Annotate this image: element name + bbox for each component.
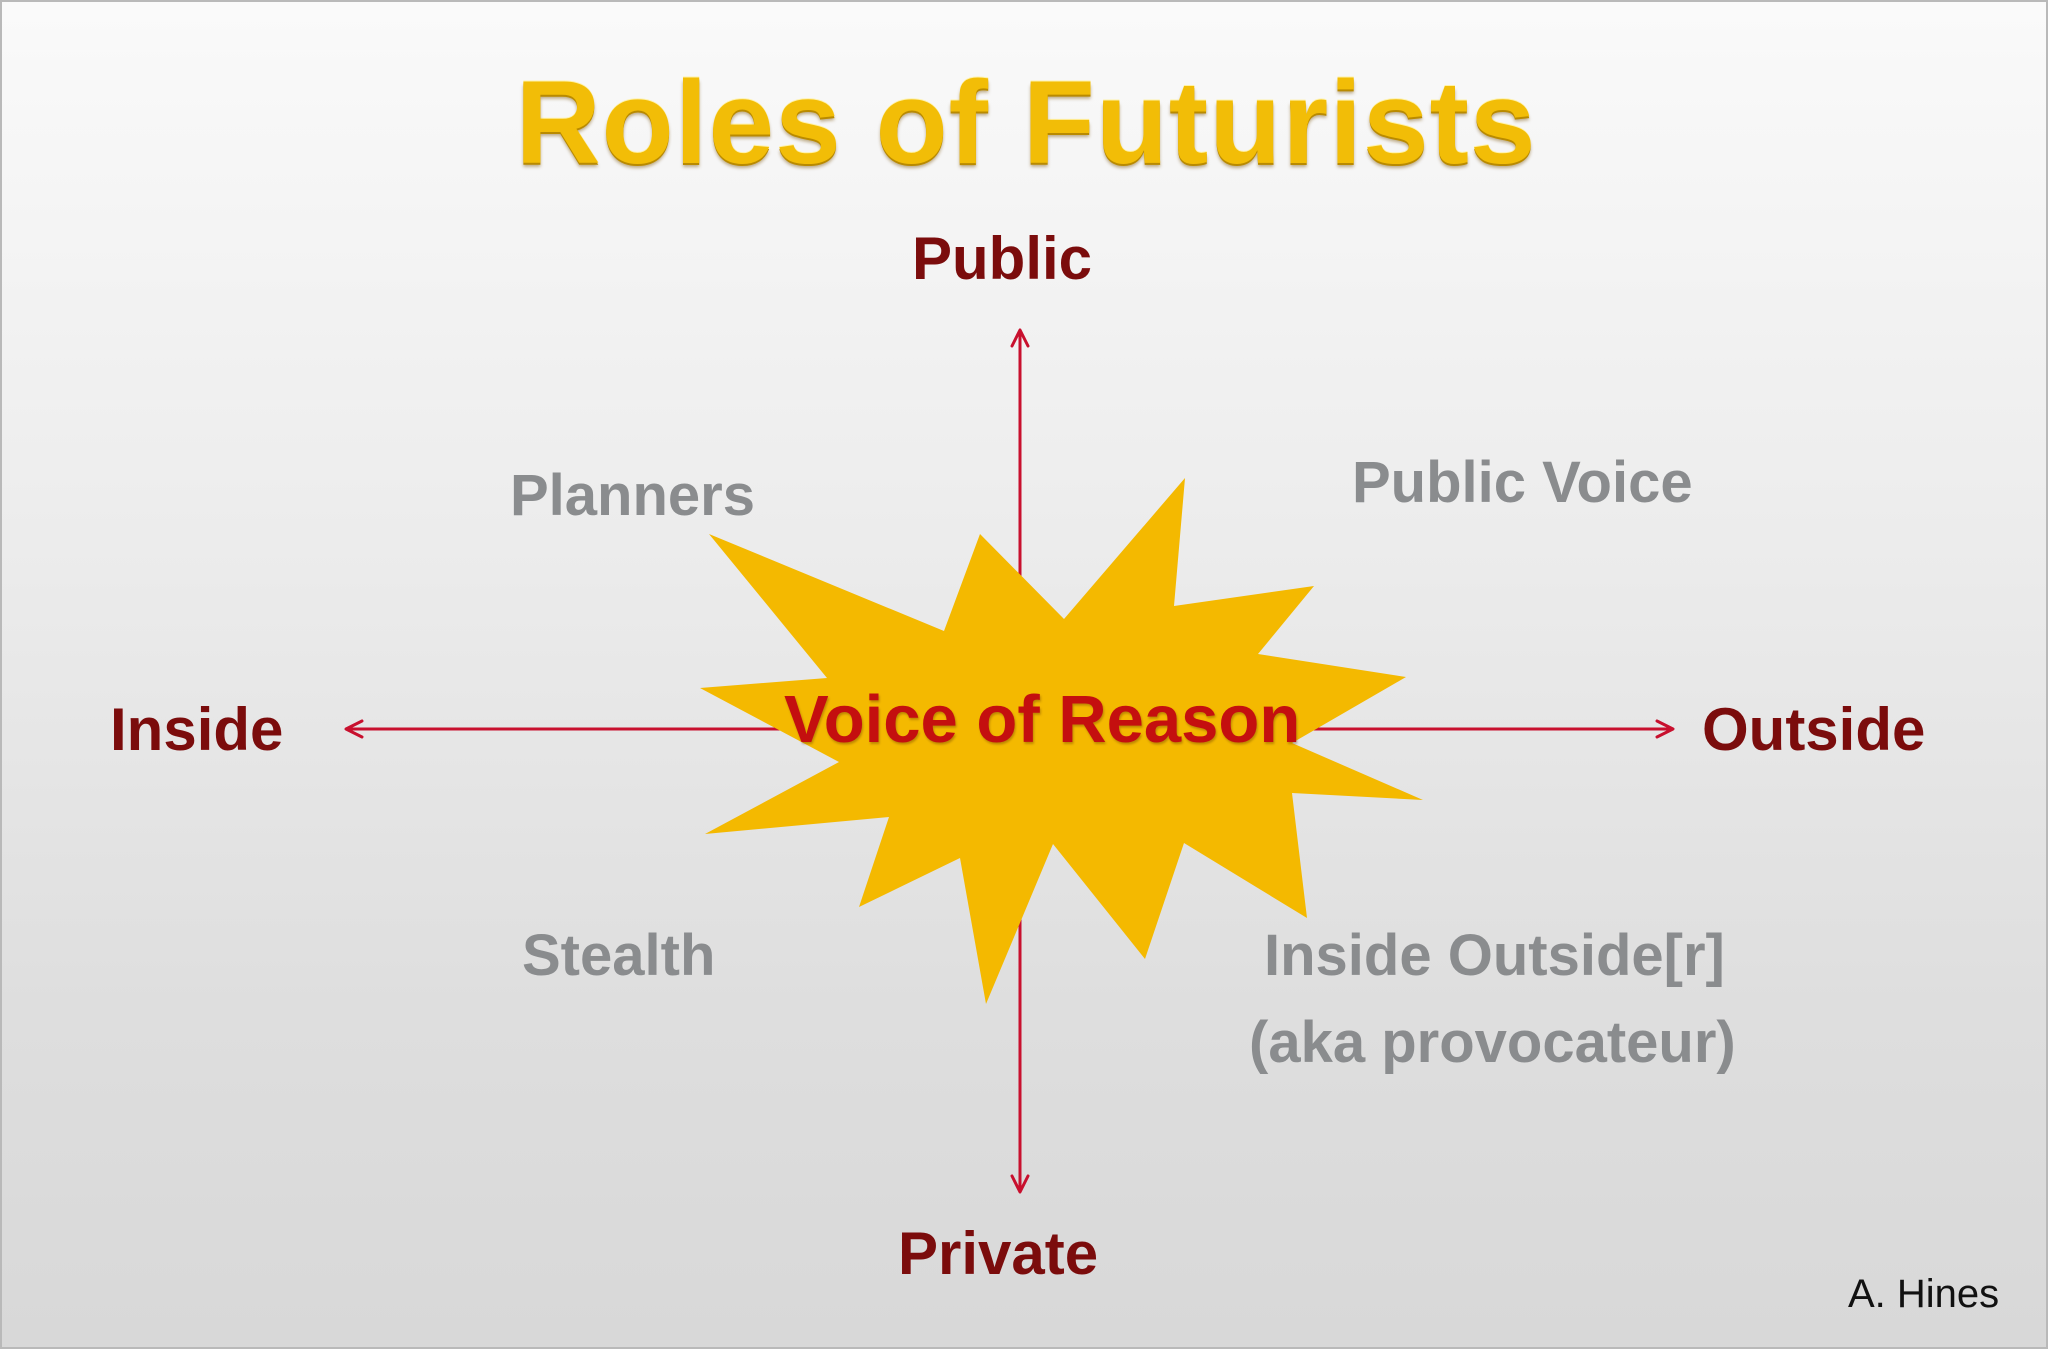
center-label-voice-of-reason: Voice of Reason bbox=[784, 682, 1301, 757]
quadrant-label-stealth: Stealth bbox=[522, 923, 716, 988]
axis-label-inside: Inside bbox=[110, 696, 284, 763]
quadrant-label-inside-outsider: Inside Outside[r] bbox=[1264, 923, 1725, 988]
starburst-shape bbox=[700, 478, 1423, 1004]
slide-title: Roles of Futurists bbox=[515, 57, 1537, 189]
quadrant-label-public-voice: Public Voice bbox=[1352, 450, 1693, 515]
author-credit: A. Hines bbox=[1848, 1272, 2000, 1316]
axis-label-public: Public bbox=[912, 225, 1093, 292]
axis-label-private: Private bbox=[898, 1220, 1099, 1287]
axis-label-outside: Outside bbox=[1702, 696, 1926, 763]
quadrant-label-planners: Planners bbox=[510, 463, 755, 528]
quadrant-label-provocateur: (aka provocateur) bbox=[1249, 1010, 1736, 1075]
